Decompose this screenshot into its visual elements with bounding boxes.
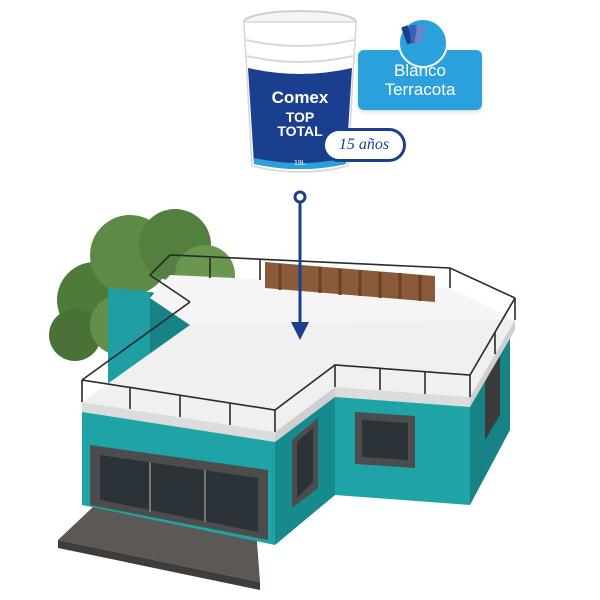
product-name: TOP TOTAL [238,110,362,138]
color-option-2: Terracota [384,80,456,99]
color-swatch-icon [398,18,448,68]
warranty-years: 15 años [338,136,390,153]
brand-logo: Comex [238,88,362,108]
wooden-pergola [265,262,435,302]
brand-name: Comex [271,88,329,107]
product-volume: 19L [294,160,306,167]
product-line-1: TOP [285,109,315,125]
down-arrow-icon [291,190,309,340]
warranty-badge: 15 años [322,128,406,162]
roof-railing [81,254,516,432]
product-line-2: TOTAL [277,123,323,139]
